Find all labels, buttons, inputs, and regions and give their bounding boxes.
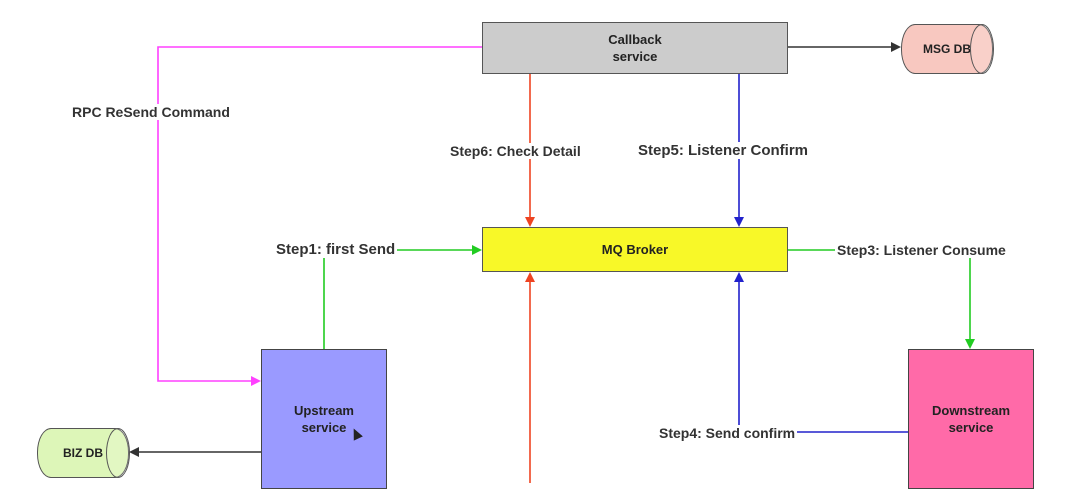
msg-db-node: MSG DB	[901, 23, 994, 74]
downstream-service-node: Downstream service	[908, 349, 1034, 489]
step3-label: Step3: Listener Consume	[835, 242, 1008, 258]
step4-label: Step4: Send confirm	[657, 425, 798, 441]
edge-rpc-resend	[157, 46, 482, 386]
edge-step4	[734, 272, 908, 433]
upstream-service-node: Upstream service	[261, 349, 387, 489]
step5-label: Step5: Listener Confirm	[636, 142, 811, 159]
biz-db-node: BIZ DB	[37, 427, 130, 478]
step6-label: Step6: Check Detail	[448, 143, 583, 159]
edge-step1	[323, 245, 482, 349]
callback-service-node: Callback service	[482, 22, 788, 74]
mq-broker-node: MQ Broker	[482, 227, 788, 272]
msg-db-label: MSG DB	[923, 42, 971, 56]
rpc-resend-label: RPC ReSend Command	[70, 104, 232, 120]
edge-step3	[788, 249, 975, 349]
biz-db-label: BIZ DB	[63, 446, 103, 460]
step1-label: Step1: first Send	[274, 241, 398, 258]
